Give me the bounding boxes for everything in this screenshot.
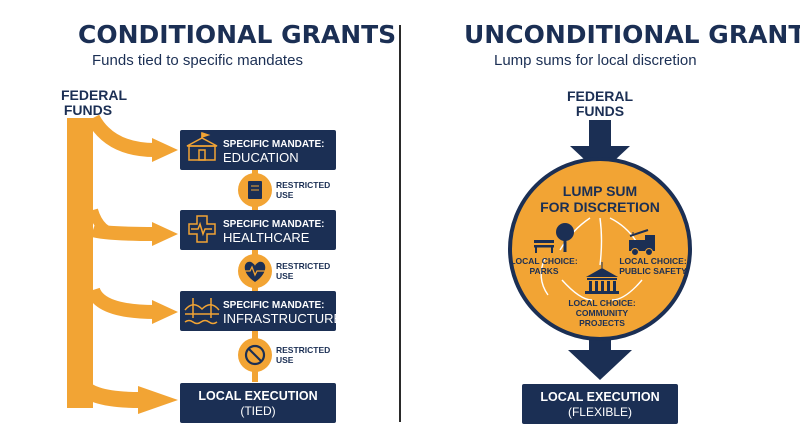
- mandate-box-infrastructure: SPECIFIC MANDATE: INFRASTRUCTURE: [180, 291, 342, 331]
- restriction-1: RESTRICTED USE: [238, 173, 330, 207]
- unconditional-subtitle: Lump sums for local discretion: [494, 52, 697, 69]
- unconditional-source-line1: FEDERAL: [567, 88, 634, 104]
- heartbeat-icon: [244, 261, 266, 282]
- choice-line2: PUBLIC SAFETY: [619, 266, 687, 276]
- execution-line1: LOCAL EXECUTION: [540, 390, 659, 404]
- mandate-name: INFRASTRUCTURE: [223, 311, 342, 326]
- conditional-title: CONDITIONAL GRANTS: [78, 20, 397, 49]
- mandate-box-education: SPECIFIC MANDATE: EDUCATION: [180, 130, 336, 170]
- bridge-icon: [184, 298, 220, 325]
- conditional-subtitle: Funds tied to specific mandates: [92, 52, 303, 69]
- branch-infrastructure: [86, 287, 156, 319]
- park-icon: [534, 223, 574, 253]
- conditional-flow: FEDERAL FUNDS SPECIFIC MANDATE: EDUCATIO…: [61, 87, 342, 423]
- mandate-box-healthcare: SPECIFIC MANDATE: HEALTHCARE: [180, 210, 336, 250]
- choice-line3: PROJECTS: [579, 318, 625, 328]
- school-icon: [186, 131, 218, 161]
- execution-line2: (FLEXIBLE): [568, 405, 632, 419]
- mandate-name: EDUCATION: [223, 150, 299, 165]
- arrowhead-healthcare: [152, 222, 178, 246]
- unconditional-source-line2: FUNDS: [576, 103, 624, 119]
- restriction-line2: USE: [276, 271, 294, 281]
- choice-line2: COMMUNITY: [576, 308, 629, 318]
- lump-sum-circle: [508, 157, 692, 341]
- choice-line1: LOCAL CHOICE:: [510, 256, 578, 266]
- conditional-source-line1: FEDERAL: [61, 87, 128, 103]
- mandate-prefix: SPECIFIC MANDATE:: [223, 300, 324, 311]
- choice-line2: PARKS: [529, 266, 558, 276]
- unconditional-execution-box: LOCAL EXECUTION (FLEXIBLE): [522, 384, 678, 424]
- book-icon: [248, 181, 262, 199]
- arrowhead-education: [152, 138, 178, 162]
- unconditional-title: UNCONDITIONAL GRANTS: [464, 20, 800, 49]
- fire-truck-icon: [629, 229, 655, 256]
- lump-line1: LUMP SUM: [563, 183, 637, 199]
- mandate-name: HEALTHCARE: [223, 230, 310, 245]
- medical-cross-icon: [188, 215, 216, 243]
- choice-line1: LOCAL CHOICE:: [568, 298, 636, 308]
- trunk-base: [67, 380, 93, 408]
- restriction-line2: USE: [276, 190, 294, 200]
- unconditional-flow: FEDERAL FUNDS LUMP SUM FOR DISCRETION: [508, 88, 692, 424]
- arrowhead-infrastructure: [152, 300, 178, 324]
- funds-trunk: [67, 118, 93, 408]
- restriction-line2: USE: [276, 355, 294, 365]
- execution-line1: LOCAL EXECUTION: [198, 389, 317, 403]
- branch-education: [86, 114, 156, 157]
- conditional-execution-box: LOCAL EXECUTION (TIED): [180, 383, 336, 423]
- civic-building-icon: [585, 262, 619, 294]
- branch-healthcare-curve: [88, 208, 121, 239]
- mandate-prefix: SPECIFIC MANDATE:: [223, 139, 324, 150]
- choice-line1: LOCAL CHOICE:: [619, 256, 687, 266]
- conditional-source-line2: FUNDS: [64, 102, 112, 118]
- restriction-2: RESTRICTED USE: [238, 254, 330, 288]
- restriction-line1: RESTRICTED: [276, 345, 330, 355]
- restriction-3: RESTRICTED USE: [238, 338, 330, 372]
- restriction-line1: RESTRICTED: [276, 261, 330, 271]
- prohibited-icon: [244, 344, 266, 366]
- arrowhead-execution: [138, 386, 178, 414]
- mandate-prefix: SPECIFIC MANDATE:: [223, 219, 324, 230]
- lump-line2: FOR DISCRETION: [540, 199, 660, 215]
- restriction-line1: RESTRICTED: [276, 180, 330, 190]
- execution-line2: (TIED): [240, 404, 275, 418]
